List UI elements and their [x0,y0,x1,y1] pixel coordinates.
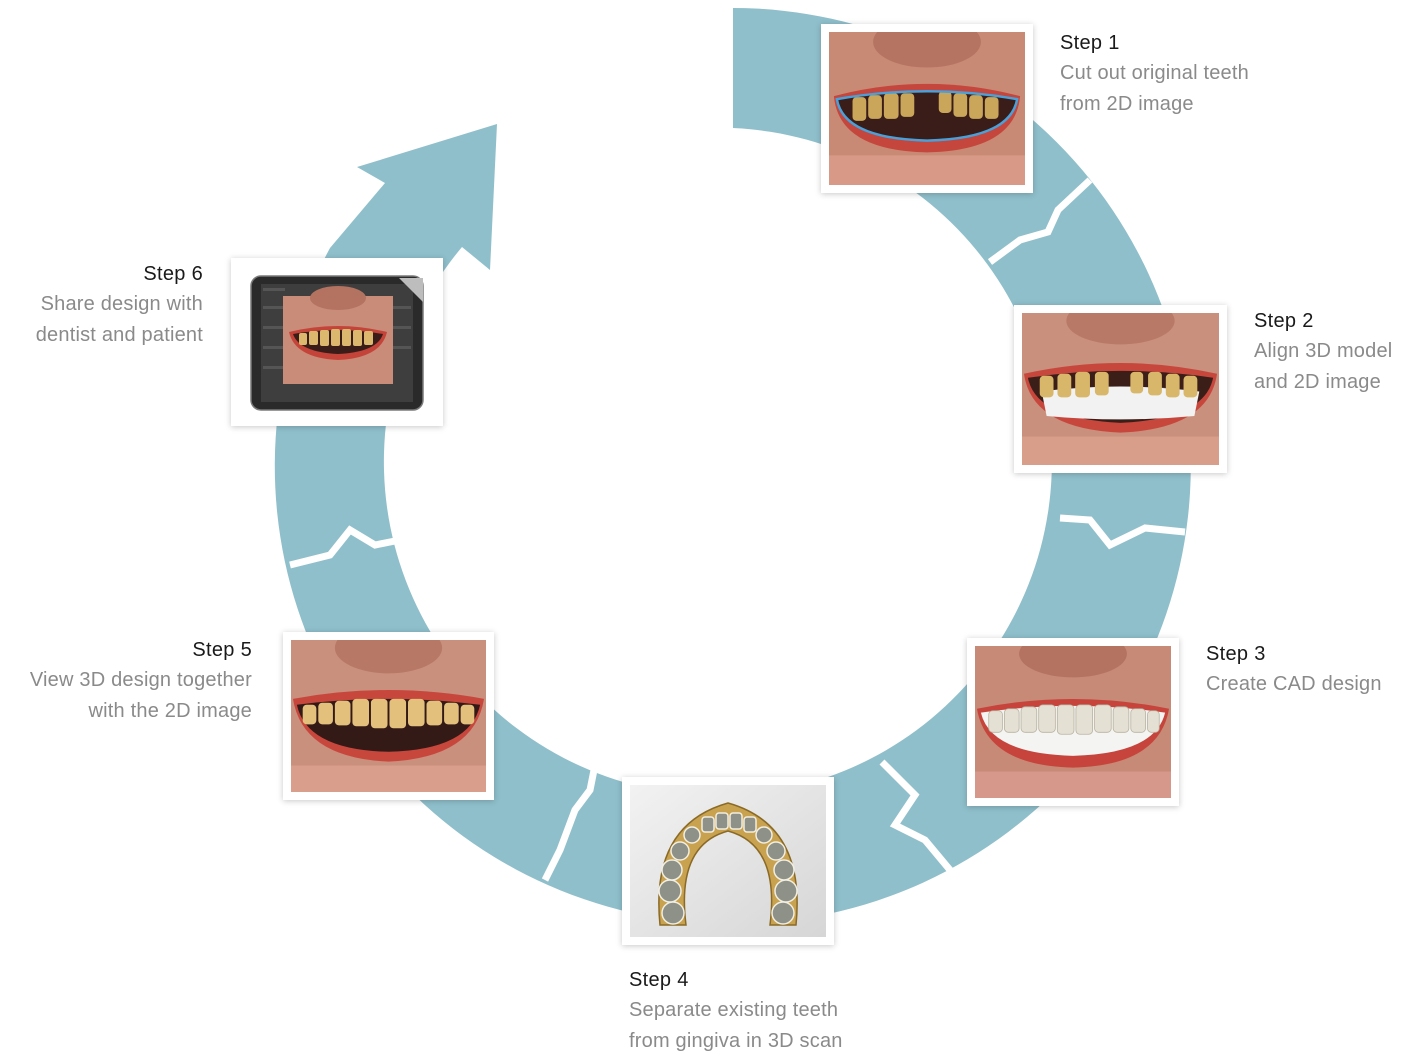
tablet-photo [239,266,435,418]
smile-3d-overlay-photo [1022,313,1219,465]
step-1-text: Step 1 Cut out original teeth from 2D im… [1060,28,1249,120]
step2-photo-frame [1014,305,1227,473]
step-title: Step 6 [36,259,203,289]
step-6-text: Step 6 Share design with dentist and pat… [36,259,203,351]
step-title: Step 4 [629,965,843,995]
step-description: Create CAD design [1206,669,1382,700]
step-3-text: Step 3 Create CAD design [1206,639,1382,700]
step4-photo-frame [622,777,834,945]
step-description: Align 3D model and 2D image [1254,336,1392,398]
step-title: Step 3 [1206,639,1382,669]
step3-photo-frame [967,638,1179,806]
step-description: Separate existing teeth from gingiva in … [629,995,843,1057]
step-description: Cut out original teeth from 2D image [1060,58,1249,120]
step-2-text: Step 2 Align 3D model and 2D image [1254,306,1392,398]
step-title: Step 1 [1060,28,1249,58]
step6-photo-frame [231,258,443,426]
smile-outline-photo [829,32,1025,185]
step-title: Step 2 [1254,306,1392,336]
step1-photo-frame [821,24,1033,193]
smile-final-photo [291,640,486,792]
step-description: Share design with dentist and patient [36,289,203,351]
step-4-text: Step 4 Separate existing teeth from ging… [629,965,843,1057]
dental-arch-scan [630,785,826,937]
step-5-text: Step 5 View 3D design together with the … [30,635,252,727]
step-description: View 3D design together with the 2D imag… [30,665,252,727]
smile-cad-design-photo [975,646,1171,798]
step-title: Step 5 [30,635,252,665]
step5-photo-frame [283,632,494,800]
